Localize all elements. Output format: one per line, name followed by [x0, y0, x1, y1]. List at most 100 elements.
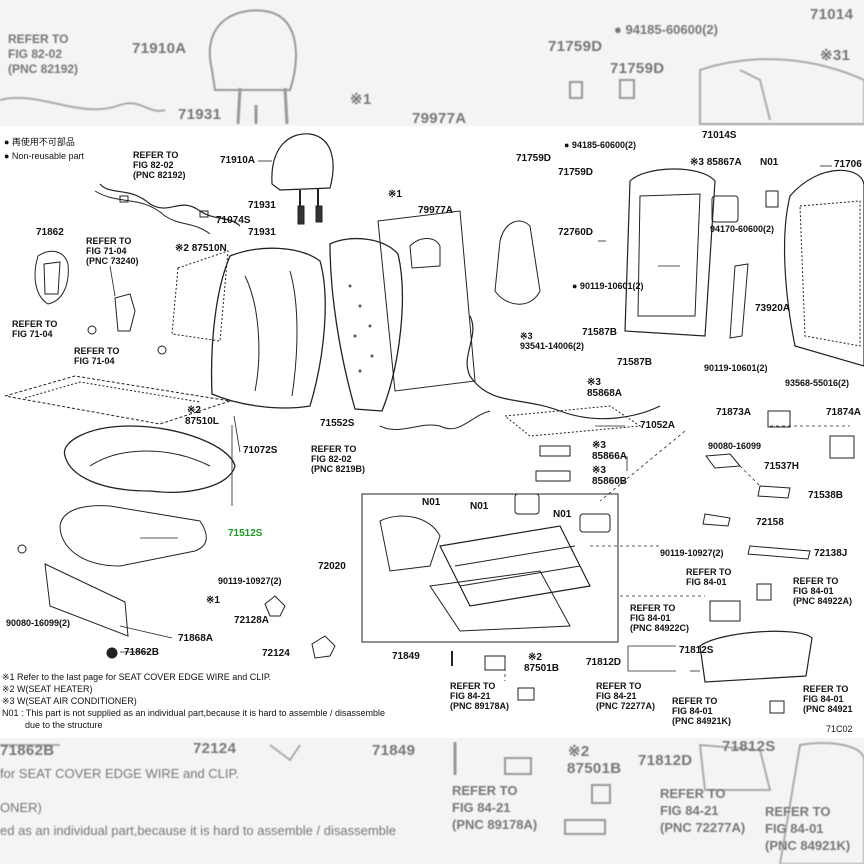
part-label-71074s: 71074S [216, 215, 251, 226]
part-label-72158: 72158 [756, 517, 784, 528]
bg-ref-label: (PNC 84921K) [765, 838, 851, 853]
ref-label: (PNC 73240) [86, 256, 139, 266]
part-label-71537h: 71537H [764, 461, 800, 472]
bg-part-label: 72124 [193, 740, 237, 757]
part-label-note3: ※3 [520, 331, 533, 341]
bg-part-label: 71862B [0, 742, 55, 759]
ref-label: REFER TO [596, 681, 642, 691]
part-label-71910a: 71910A [220, 155, 256, 166]
part-label-71862: 71862 [36, 227, 64, 238]
bg-ref-label: FIG 82-02 [8, 47, 63, 61]
ref-label: REFER TO [86, 236, 132, 246]
bg-part-label: ※1 [350, 91, 372, 108]
part-label-87510l: 87510L [185, 416, 219, 427]
legend-note-2: ※2 W(SEAT HEATER) [2, 684, 93, 694]
bg-part-label: 71812D [638, 752, 693, 769]
ref-label: (PNC 82192) [133, 170, 186, 180]
part-label-85860b: 85860B [592, 476, 628, 487]
bg-ref-label: REFER TO [765, 804, 831, 819]
part-label-71552s: 71552S [320, 418, 355, 429]
part-label-71759d: 71759D [516, 153, 552, 164]
ref-label: (PNC 84921 [803, 704, 853, 714]
part-label-71072s: 71072S [243, 445, 278, 456]
part-label-94170: 94170-60600(2) [710, 224, 775, 234]
ref-label: REFER TO [672, 696, 718, 706]
part-label-note2: ※2 [187, 405, 201, 416]
ref-label: REFER TO [311, 444, 357, 454]
bg-ref-label: (PNC 89178A) [452, 817, 538, 832]
bg-part-label: 79977A [412, 110, 467, 127]
ref-label: REFER TO [12, 319, 58, 329]
part-label-90119-10927: 90119-10927(2) [660, 548, 724, 558]
ref-label: FIG 71-04 [86, 246, 127, 256]
part-label-72760d: 72760D [558, 227, 594, 238]
ref-label: (PNC 84922A) [793, 596, 853, 606]
part-label-79977a: 79977A [418, 205, 454, 216]
legend-note-1: ※1 Refer to the last page for SEAT COVER… [2, 672, 272, 682]
part-label-85868a: 85868A [587, 388, 623, 399]
ref-label: REFER TO [686, 567, 732, 577]
ref-label: (PNC 84921K) [672, 716, 732, 726]
ref-label: REFER TO [793, 576, 839, 586]
ref-label: FIG 84-21 [450, 691, 491, 701]
legend-nonreusable: ● Non-reusable part [4, 151, 84, 161]
part-label-71587b: 71587B [582, 327, 618, 338]
part-label-n01-b: N01 [760, 157, 779, 168]
part-label-71587b-b: 71587B [617, 357, 653, 368]
bg-ref-label: FIG 84-01 [765, 821, 824, 836]
ref-label: REFER TO [450, 681, 496, 691]
ref-label: FIG 84-01 [686, 577, 727, 587]
part-label-71538b: 71538B [808, 490, 844, 501]
bg-ref-label: REFER TO [660, 786, 726, 801]
ref-label: FIG 82-02 [311, 454, 352, 464]
part-label-71849: 71849 [392, 651, 420, 662]
part-label-90080-16099: 90080-16099 [708, 441, 762, 451]
part-label-87501b: 87501B [524, 663, 560, 674]
figure-code: 71C02 [826, 724, 853, 734]
ref-label: FIG 84-01 [630, 613, 671, 623]
part-label-71812s: 71812S [679, 645, 714, 656]
diagram-artwork [4, 133, 864, 714]
bg-ref-label: REFER TO [8, 32, 69, 46]
ref-label: FIG 82-02 [133, 160, 174, 170]
part-label-85866a: 85866A [592, 451, 628, 462]
part-label-n01: N01 [422, 497, 441, 508]
part-label-71014s: 71014S [702, 130, 737, 141]
ref-label: (PNC 8219B) [311, 464, 366, 474]
bg-ref-label: REFER TO [452, 783, 518, 798]
part-label-n01: N01 [553, 509, 572, 520]
ref-label: (PNC 89178A) [450, 701, 510, 711]
part-label-85867a: ※3 85867A [690, 157, 742, 168]
legend-note-n01: N01 : This part is not supplied as an in… [2, 708, 386, 718]
bg-part-label: 71759D [548, 38, 603, 55]
bg-part-label: 71910A [132, 40, 187, 57]
part-label-93541: 93541-14006(2) [520, 341, 585, 351]
part-label-note1: ※1 [388, 189, 402, 200]
ref-label: (PNC 72277A) [596, 701, 656, 711]
part-label-72020: 72020 [318, 561, 346, 572]
part-label-note3-c: ※3 [592, 440, 606, 451]
part-label-note3-d: ※3 [592, 465, 606, 476]
bg-ref-label: (PNC 72277A) [660, 820, 746, 835]
part-label-71931: 71931 [248, 200, 276, 211]
legend-note-n01-cont: due to the structure [25, 720, 103, 730]
ref-label: REFER TO [133, 150, 179, 160]
part-label-72138j: 72138J [814, 548, 848, 559]
parts-diagram: ● 再使用不可部品 ● Non-reusable part ※1 Refer t… [0, 126, 864, 738]
bg-ref-label: FIG 84-21 [452, 800, 511, 815]
ref-label: FIG 84-01 [793, 586, 834, 596]
part-label-94185: ● 94185-60600(2) [564, 140, 636, 150]
bg-part-label: 71812S [722, 738, 776, 755]
bg-part-label: 71014 [810, 6, 854, 23]
bg-note-text: ONER) [0, 800, 42, 815]
part-label-note2-b: ※2 [528, 652, 542, 663]
bg-ref-label: FIG 84-21 [660, 803, 719, 818]
part-label-71512s: 71512S [228, 528, 263, 539]
part-label-note1-b: ※1 [206, 595, 220, 606]
part-label-71874a: 71874A [826, 407, 862, 418]
part-label-71812d: 71812D [586, 657, 622, 668]
bg-ref-label: (PNC 82192) [8, 62, 79, 76]
legend-note-3: ※3 W(SEAT AIR CONDITIONER) [2, 696, 137, 706]
